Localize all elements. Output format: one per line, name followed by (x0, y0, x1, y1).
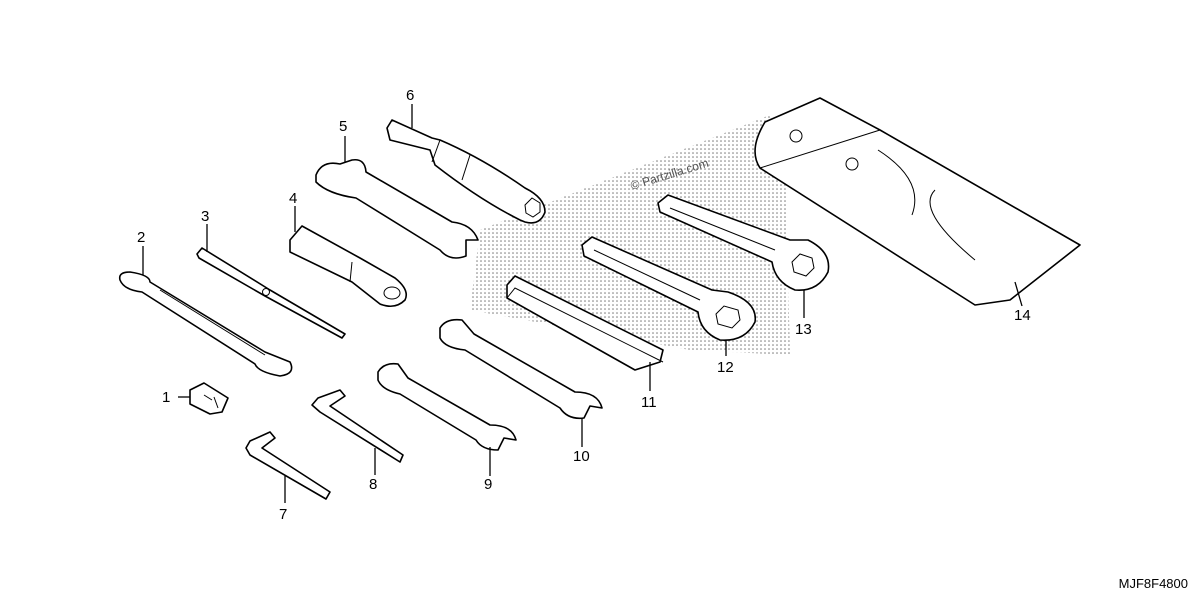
label-13: 13 (795, 321, 812, 338)
label-7: 7 (279, 506, 287, 523)
label-1: 1 (162, 389, 170, 406)
part-13-ring-wrench[interactable] (657, 194, 830, 291)
label-9: 9 (484, 476, 492, 493)
part-6-socket-wrench[interactable] (386, 119, 546, 224)
part-labels: 1 2 3 4 5 6 7 8 9 10 11 12 13 14 (137, 87, 1031, 523)
part-2-strap[interactable] (118, 271, 293, 377)
part-3-screwdriver[interactable] (196, 247, 346, 339)
label-8: 8 (369, 476, 377, 493)
label-6: 6 (406, 87, 414, 104)
label-12: 12 (717, 359, 734, 376)
part-9-open-end-wrench[interactable] (377, 362, 517, 451)
part-10-open-end-wrench[interactable] (439, 318, 603, 420)
label-10: 10 (573, 448, 590, 465)
part-12-ring-wrench[interactable] (581, 236, 757, 341)
label-3: 3 (201, 208, 209, 225)
label-5: 5 (339, 118, 347, 135)
label-11: 11 (641, 394, 657, 411)
label-2: 2 (137, 229, 145, 246)
part-7-hex-key[interactable] (245, 431, 331, 500)
part-8-hex-key[interactable] (311, 389, 404, 463)
part-4-plug-wrench[interactable] (289, 225, 408, 308)
label-14: 14 (1014, 307, 1031, 324)
part-11-flat-bar[interactable] (506, 275, 664, 371)
part-1-clip[interactable] (189, 382, 229, 415)
label-4: 4 (289, 190, 297, 207)
diagram-code: MJF8F4800 (1118, 576, 1188, 591)
part-5-open-end-wrench[interactable] (315, 158, 479, 259)
part-14-tool-bag[interactable] (754, 97, 1081, 306)
leader-lines (142, 104, 1023, 503)
